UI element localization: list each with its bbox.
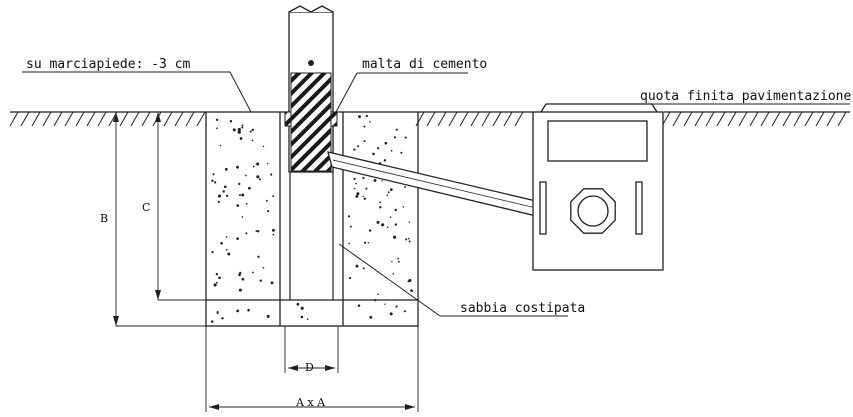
dimension-lines: [115, 112, 419, 412]
label-cement-mortar: malta di cemento: [362, 57, 487, 72]
conduit: [327, 151, 554, 221]
label-finished-level: quota finita pavimentazione: [640, 89, 851, 104]
junction-box: [532, 103, 664, 271]
cement-mortar: [284, 72, 338, 172]
dimension-b-label: B: [100, 212, 108, 225]
leader-lines: [22, 71, 850, 317]
dimension-c-label: C: [142, 201, 150, 214]
dimension-arrowheads: [113, 112, 415, 410]
soil-hatching: [9, 111, 847, 127]
label-sidewalk: su marciapiede: -3 cm: [26, 57, 191, 72]
dimension-d-label: D: [305, 361, 314, 374]
label-compacted-sand: sabbia costipata: [460, 301, 585, 316]
dimension-axa-label: A x A: [295, 396, 326, 409]
